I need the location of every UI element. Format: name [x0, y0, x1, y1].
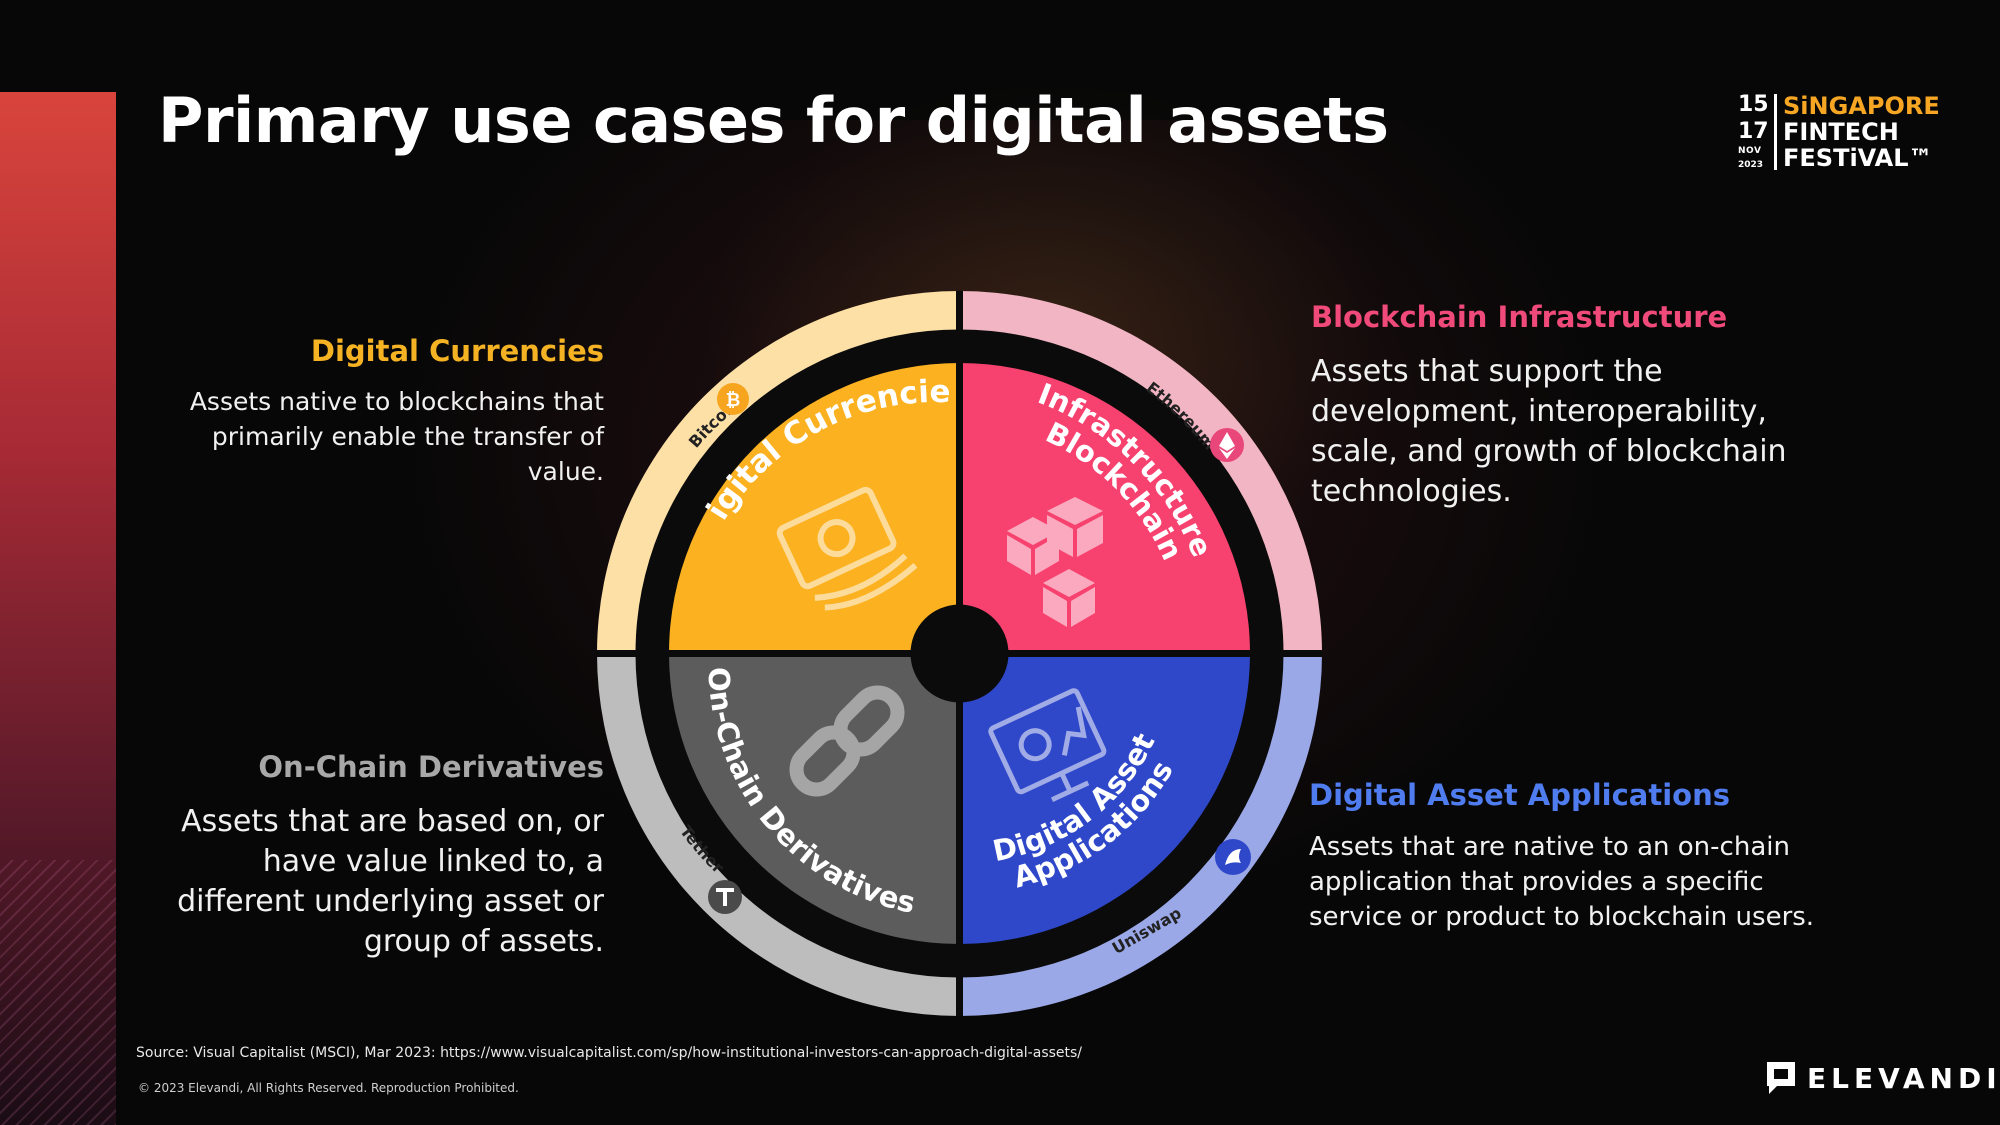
chain-link-icon — [789, 685, 905, 797]
left-accent-stripes — [0, 860, 116, 1125]
on-chain-derivatives-description: Assets that are based on, or have value … — [177, 804, 604, 959]
ethereum-icon — [1210, 428, 1244, 462]
page-title: Primary use cases for digital assets — [158, 84, 1389, 157]
elevandi-wordmark: ELEVANDI — [1807, 1061, 2000, 1095]
logo-date-start: 15 — [1738, 92, 1769, 117]
uniswap-icon — [1215, 839, 1251, 875]
center-hub — [910, 604, 1009, 703]
elevandi-brand: ELEVANDI — [1765, 1058, 2000, 1098]
svg-text:₿: ₿ — [726, 390, 741, 411]
segment-on-chain-derivatives — [669, 653, 960, 944]
logo-line-3: FESTiVAL™ — [1783, 144, 1933, 172]
logo-month: NOV — [1738, 146, 1762, 157]
blockchain-infrastructure-heading: Blockchain Infrastructure — [1311, 300, 1728, 334]
source-note: Source: Visual Capitalist (MSCI), Mar 20… — [136, 1045, 1083, 1061]
digital-currencies-description: Assets native to blockchains that primar… — [189, 387, 604, 486]
tether-icon — [708, 880, 742, 914]
blockchain-infrastructure-callout: Blockchain Infrastructure Assets that su… — [1311, 300, 1831, 512]
banknote-icon — [776, 486, 918, 611]
logo-divider — [1774, 94, 1777, 170]
digital-asset-applications-heading: Digital Asset Applications — [1309, 778, 1731, 812]
on-chain-derivatives-callout: On-Chain Derivatives Assets that are bas… — [150, 750, 604, 962]
left-accent-bar — [0, 92, 116, 1125]
digital-currencies-callout: Digital Currencies Assets native to bloc… — [170, 334, 604, 489]
digital-currencies-heading: Digital Currencies — [310, 334, 604, 368]
blockchain-infrastructure-description: Assets that support the development, int… — [1311, 354, 1787, 509]
logo-line-1: SiNGAPORE — [1783, 92, 1940, 120]
digital-asset-applications-description: Assets that are native to an on-chain ap… — [1309, 832, 1815, 932]
use-case-wheel: Digital Currencies Blockchain Infrastruc… — [597, 291, 1322, 1016]
logo-date-end: 17 — [1738, 118, 1769, 144]
event-logo: 15 17 NOV 2023 SiNGAPORE FINTECH FESTiVA… — [1738, 94, 1953, 170]
digital-asset-applications-callout: Digital Asset Applications Assets that a… — [1309, 778, 1829, 935]
segment-digital-asset-applications — [959, 653, 1250, 944]
bitcoin-icon: ₿ — [717, 383, 749, 415]
cubes-icon — [1007, 497, 1103, 627]
logo-wordmark: SiNGAPORE FINTECH FESTiVAL™ — [1783, 94, 1940, 170]
segment-digital-currencies — [669, 363, 960, 654]
copyright-note: © 2023 Elevandi, All Rights Reserved. Re… — [138, 1081, 519, 1095]
segment-blockchain-infrastructure — [959, 363, 1250, 654]
elevandi-logo-icon — [1767, 1062, 1795, 1094]
monitor-chart-icon — [988, 688, 1107, 803]
on-chain-derivatives-heading: On-Chain Derivatives — [258, 750, 604, 784]
logo-year: 2023 — [1738, 159, 1764, 170]
logo-line-2: FINTECH — [1783, 118, 1899, 146]
logo-dates: 15 17 NOV 2023 — [1738, 94, 1770, 170]
